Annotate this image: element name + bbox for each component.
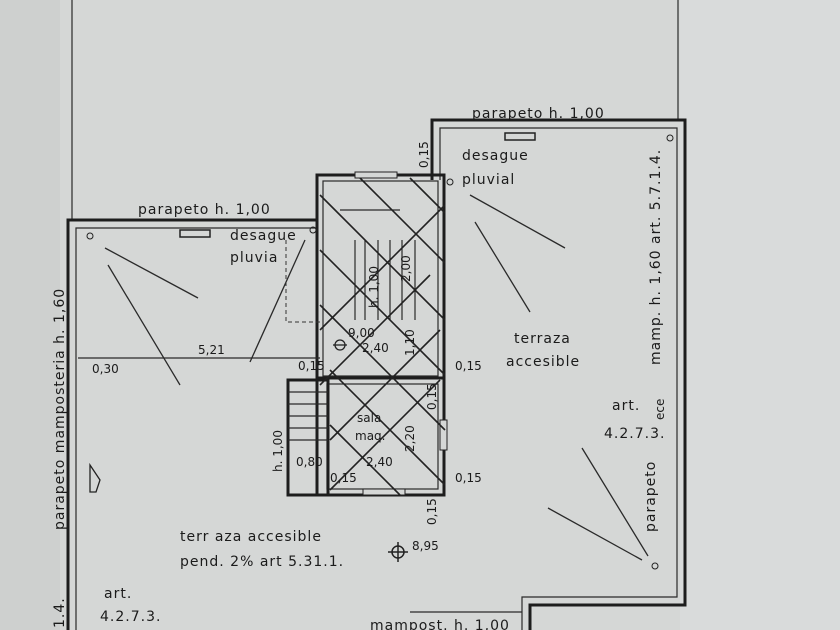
drain-right-label-1: desague bbox=[462, 148, 529, 164]
dimension-200: 2,00 bbox=[399, 255, 413, 282]
masonry-right-label: mamp. h. 1,60 art. 5.7.1.4. bbox=[648, 149, 664, 365]
dimension-030: 0,30 bbox=[92, 362, 119, 376]
left-edge-label: 1.4. bbox=[52, 597, 68, 628]
level-895: 8,95 bbox=[412, 539, 439, 553]
drain-point bbox=[446, 178, 454, 186]
level-marker bbox=[333, 339, 408, 562]
terrace-right-label-2: accesible bbox=[506, 354, 580, 370]
bottom-edge-label: mampost. h. 1,00 bbox=[370, 618, 510, 630]
dimension-015-f: 0,15 bbox=[330, 471, 357, 485]
dimension-015-b: 0,15 bbox=[298, 359, 325, 373]
dimension-220: 2,20 bbox=[403, 425, 417, 452]
parapet-top-label: parapeto h. 1,00 bbox=[472, 106, 605, 122]
slope-lines bbox=[104, 194, 649, 561]
terrace-main-label-1: terr aza accesible bbox=[180, 529, 322, 545]
parapet-right-vertical-label: parapeto bbox=[643, 461, 659, 532]
drain-left-label-2: pluvia bbox=[230, 250, 278, 266]
parapet-left-label: parapeto h. 1,00 bbox=[138, 202, 271, 218]
dimension-900: 9,00 bbox=[348, 326, 375, 340]
terrace-right-label-1: terraza bbox=[514, 331, 571, 347]
drain-point bbox=[309, 226, 317, 234]
stair-core bbox=[286, 171, 448, 497]
drain-point bbox=[651, 562, 659, 570]
art-right-label-1: art. bbox=[612, 398, 640, 414]
dimension-015-e: 0,15 bbox=[455, 471, 482, 485]
masonry-left-label: parapeto mamposteria h. 1,60 bbox=[52, 288, 68, 530]
dimension-110: 1,10 bbox=[403, 329, 417, 356]
art-left-label-1: art. bbox=[104, 586, 132, 602]
art-right-label-2: 4.2.7.3. bbox=[604, 426, 665, 442]
dimension-h100: h. 1,00 bbox=[271, 430, 285, 472]
dimension-521: 5,21 bbox=[198, 343, 225, 357]
dimension-015-d: 0,15 bbox=[425, 383, 439, 410]
dimension-080: 0,80 bbox=[296, 455, 323, 469]
parapet-walls bbox=[66, 118, 687, 630]
drain-right-label-2: pluvial bbox=[462, 172, 515, 188]
post-mark bbox=[89, 462, 101, 493]
dimension-015-a: 0,15 bbox=[417, 141, 431, 168]
drain-marker bbox=[504, 132, 536, 141]
drain-point bbox=[86, 232, 94, 240]
drain-point bbox=[666, 134, 674, 142]
room-label-2: maq. bbox=[355, 429, 385, 443]
art-left-label-2: 4.2.7.3. bbox=[100, 609, 161, 625]
terrace-main-label-2: pend. 2% art 5.31.1. bbox=[180, 554, 344, 570]
dimension-h100-b: h. 1,00 bbox=[367, 266, 381, 308]
dimension-015-c: 0,15 bbox=[455, 359, 482, 373]
dimension-015-g: 0,15 bbox=[425, 498, 439, 525]
room-label-1: sala bbox=[357, 411, 381, 425]
dimension-240-a: 2,40 bbox=[362, 341, 389, 355]
drain-marker bbox=[179, 229, 211, 238]
dimension-240-b: 2,40 bbox=[366, 455, 393, 469]
ece-label: ece bbox=[653, 399, 667, 420]
drain-left-label-1: desague bbox=[230, 228, 297, 244]
